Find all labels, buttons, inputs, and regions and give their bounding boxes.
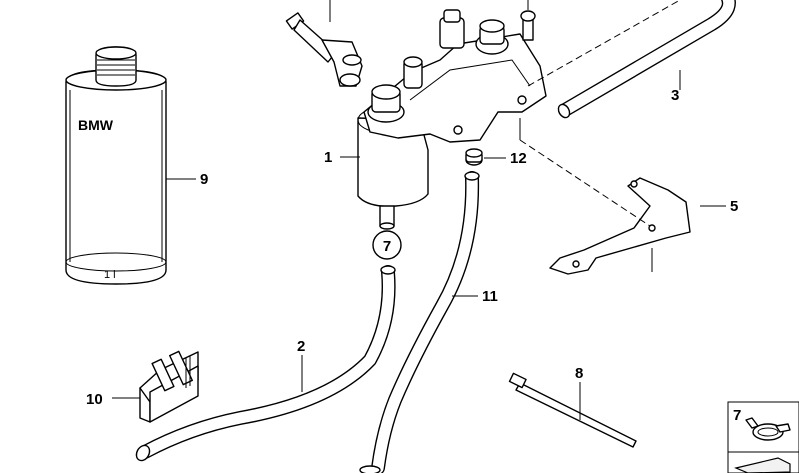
can-volume-label: 1 l [104,269,116,281]
hose-11 [371,171,480,473]
clip-10 [139,350,199,423]
hose-3 [557,0,736,119]
callout-3: 3 [671,87,679,104]
legend-box: 7 [727,401,799,473]
assembly-line-3 [527,0,681,87]
hose-2 [135,265,396,462]
clamp-12 [465,148,483,166]
assembly-line-5 [519,139,651,227]
cut-piece-icon [734,457,791,473]
reservoir-assembly [357,9,547,230]
callout-9: 9 [200,171,208,188]
legend-label-7: 7 [733,407,741,424]
callout-1: 1 [324,149,332,166]
hose-end-ring [359,465,381,473]
fluid-can: BMW 1 l [65,46,167,285]
cable-tie-8 [508,372,637,448]
callout-2: 2 [297,338,305,355]
hose-clamp-icon [745,417,791,441]
callout-7: 7 [383,238,391,255]
callout-11: 11 [482,288,498,305]
callout-8: 8 [575,365,583,382]
bracket-5 [549,177,691,275]
can-brand-label: BMW [78,117,114,133]
callout-circle-7 [372,230,402,260]
connector-plug [285,12,363,87]
callout-12: 12 [510,150,527,167]
callout-10: 10 [86,391,103,408]
callout-5: 5 [730,198,738,215]
